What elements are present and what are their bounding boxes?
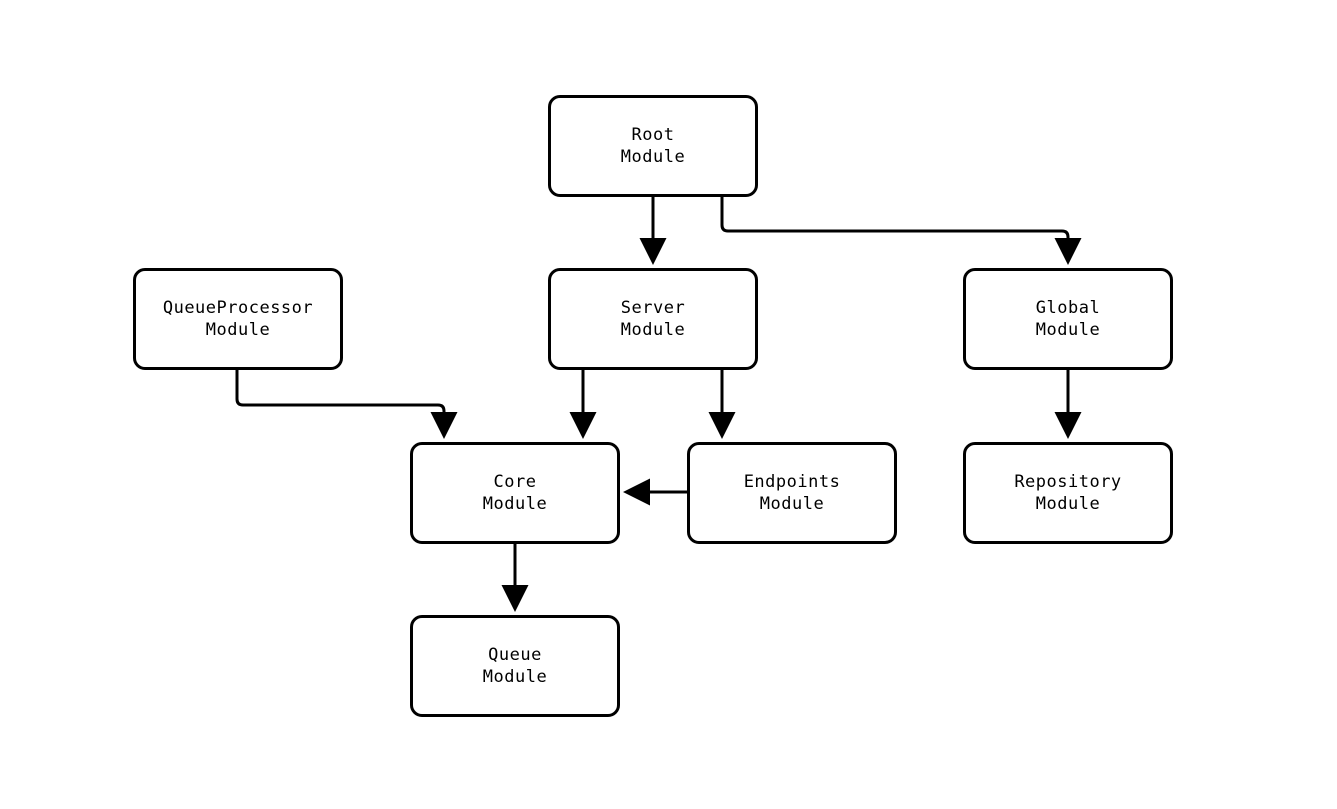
node-label-secondary: Module (759, 494, 825, 514)
node-label-secondary: Module (620, 320, 686, 340)
node-label-secondary: Module (1035, 320, 1101, 340)
edge-queueprocessor-to-core (235, 370, 458, 439)
node-label-primary: Server (620, 298, 686, 318)
node-label-primary: Global (1035, 298, 1101, 318)
node-label-secondary: Module (1035, 494, 1101, 514)
node-label-secondary: Module (205, 320, 271, 340)
node-label-secondary: Module (620, 147, 686, 167)
edge-paths (235, 197, 1082, 612)
node-label-secondary: Module (482, 667, 548, 687)
edge-root-to-global (720, 197, 1082, 265)
node-label-primary: QueueProcessor (162, 298, 314, 318)
node-label-primary: Repository (1014, 472, 1122, 492)
node-label-secondary: Module (482, 494, 548, 514)
node-label-primary: Endpoints (743, 472, 841, 492)
node-label-primary: Root (631, 125, 675, 145)
node-label-primary: Queue (488, 645, 542, 665)
node-label-primary: Core (493, 472, 537, 492)
